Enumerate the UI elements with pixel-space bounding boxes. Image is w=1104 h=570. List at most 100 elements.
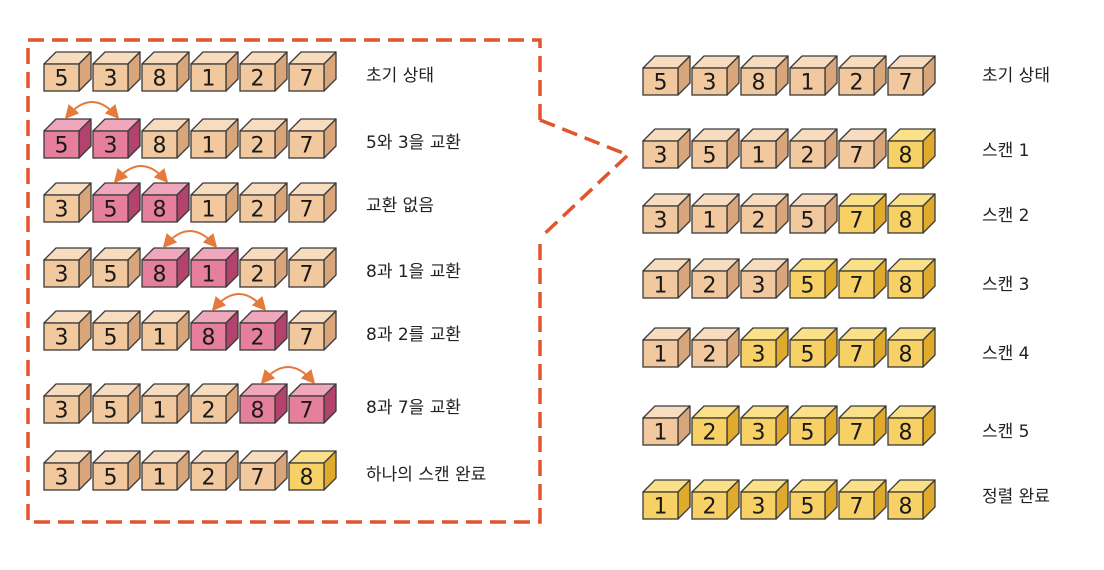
left-row-2-cube-6: 7 [288, 118, 337, 159]
cube-value: 1 [202, 198, 216, 223]
cube-value: 7 [850, 495, 864, 520]
cube-value: 1 [752, 144, 766, 169]
right-row-2-cube-6: 8 [887, 128, 936, 169]
left-row-2-cube-2: 3 [92, 118, 141, 159]
right-row-1-cube-1: 5 [642, 55, 691, 96]
left-caption-row-2: 5와 3을 교환 [366, 133, 461, 153]
cube-value: 2 [703, 343, 717, 368]
left-row-5-cube-6: 7 [288, 310, 337, 351]
right-row-2-cube-4: 2 [789, 128, 838, 169]
cube-value: 8 [899, 209, 913, 234]
right-row-7-cube-4: 5 [789, 479, 838, 520]
cube-value: 5 [104, 198, 118, 223]
cube-value: 5 [654, 71, 668, 96]
cube-value: 1 [654, 495, 668, 520]
right-row-4-cube-4: 5 [789, 258, 838, 299]
right-row-7-cube-5: 7 [838, 479, 887, 520]
cube-value: 5 [801, 274, 815, 299]
left-row-5-cube-3: 1 [141, 310, 190, 351]
left-row-7-cube-5: 7 [239, 450, 288, 491]
left-row-1-cube-4: 1 [190, 51, 239, 92]
cube-value: 1 [153, 399, 167, 424]
cube-value: 8 [153, 134, 167, 159]
cube-value: 7 [850, 421, 864, 446]
right-row-5-cube-4: 5 [789, 327, 838, 368]
cube-value: 8 [153, 198, 167, 223]
cube-value: 2 [703, 274, 717, 299]
right-row-7-cube-6: 8 [887, 479, 936, 520]
cube-value: 8 [153, 263, 167, 288]
left-row-3-cube-5: 2 [239, 182, 288, 223]
left-row-7-cube-4: 2 [190, 450, 239, 491]
right-caption-row-2: 스캔 1 [982, 141, 1030, 161]
right-row-1-cube-4: 1 [789, 55, 838, 96]
cube-value: 7 [300, 326, 314, 351]
left-row-1-cube-1: 5 [43, 51, 92, 92]
cube-value: 3 [752, 421, 766, 446]
left-row-2-swap-arrow [64, 101, 120, 120]
left-row-1-cube-6: 7 [288, 51, 337, 92]
cube-value: 5 [104, 466, 118, 491]
right-row-7-cube-1: 1 [642, 479, 691, 520]
cube-value: 1 [654, 343, 668, 368]
cube-value: 3 [752, 274, 766, 299]
right-row-2-cube-1: 3 [642, 128, 691, 169]
right-row-6-cube-3: 3 [740, 405, 789, 446]
left-row-6-cube-5: 8 [239, 383, 288, 424]
cube-value: 8 [251, 399, 265, 424]
left-caption-row-3: 교환 없음 [366, 196, 434, 216]
cube-value: 7 [300, 198, 314, 223]
cube-value: 8 [202, 326, 216, 351]
left-row-2-cube-5: 2 [239, 118, 288, 159]
left-row-4-cube-6: 7 [288, 247, 337, 288]
cube-value: 2 [202, 466, 216, 491]
right-row-7-cube-2: 2 [691, 479, 740, 520]
left-row-6-cube-1: 3 [43, 383, 92, 424]
cube-value: 1 [202, 67, 216, 92]
cube-value: 1 [654, 274, 668, 299]
left-row-4-cube-4: 1 [190, 247, 239, 288]
cube-value: 5 [104, 326, 118, 351]
cube-value: 7 [300, 399, 314, 424]
cube-value: 2 [850, 71, 864, 96]
cube-value: 2 [251, 326, 265, 351]
cube-value: 1 [153, 326, 167, 351]
cube-value: 2 [202, 399, 216, 424]
left-row-4-cube-5: 2 [239, 247, 288, 288]
cube-value: 8 [899, 144, 913, 169]
cube-value: 2 [801, 144, 815, 169]
cube-value: 1 [153, 466, 167, 491]
right-caption-row-7: 정렬 완료 [982, 487, 1050, 507]
right-row-3-cube-6: 8 [887, 193, 936, 234]
cube-value: 3 [752, 495, 766, 520]
right-row-4-cube-5: 7 [838, 258, 887, 299]
cube-value: 1 [202, 263, 216, 288]
cube-value: 8 [899, 421, 913, 446]
left-row-6-cube-2: 5 [92, 383, 141, 424]
right-caption-row-1: 초기 상태 [982, 66, 1050, 86]
cube-value: 1 [703, 209, 717, 234]
right-row-3-cube-5: 7 [838, 193, 887, 234]
cube-value: 1 [202, 134, 216, 159]
right-row-4-cube-1: 1 [642, 258, 691, 299]
left-row-3-cube-3: 8 [141, 182, 190, 223]
right-row-5-cube-6: 8 [887, 327, 936, 368]
left-row-7-cube-1: 3 [43, 450, 92, 491]
cube-value: 8 [899, 274, 913, 299]
right-row-3-cube-2: 1 [691, 193, 740, 234]
cube-value: 3 [55, 198, 69, 223]
detail-callout-border [26, 38, 632, 524]
left-row-7-cube-3: 1 [141, 450, 190, 491]
left-row-3-cube-4: 1 [190, 182, 239, 223]
cube-value: 5 [801, 343, 815, 368]
